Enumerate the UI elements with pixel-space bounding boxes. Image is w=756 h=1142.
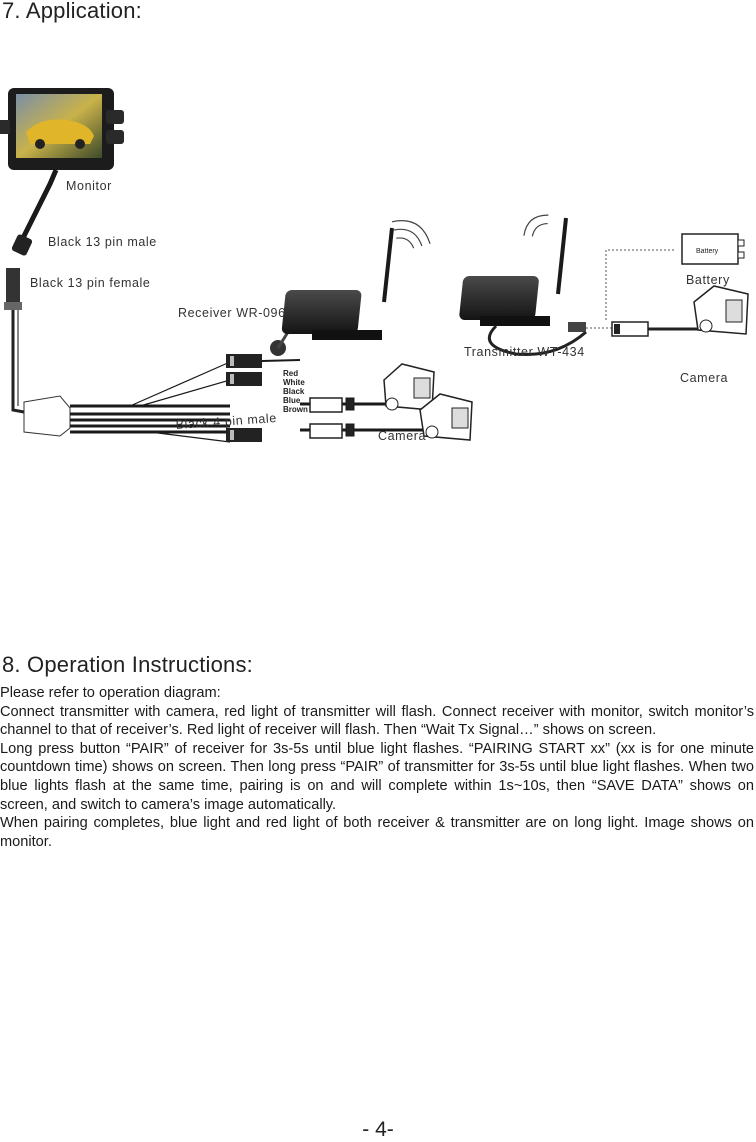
dotted-connections — [586, 249, 676, 329]
wire-color-label: Blue — [283, 396, 301, 405]
page-number: - 4- — [362, 1118, 394, 1141]
camera-image-left-1 — [383, 363, 435, 411]
receiver-image — [281, 220, 431, 340]
battery-image: Battery — [681, 233, 745, 265]
camera-label-right: Camera — [680, 371, 728, 385]
13-pin-female-connector — [4, 268, 71, 437]
monitor-image — [0, 88, 124, 242]
instruction-paragraph: Connect transmitter with camera, red lig… — [0, 703, 754, 739]
battery-label: Battery — [686, 273, 730, 287]
13-pin-male-connector — [11, 234, 33, 256]
transmitter-image — [459, 214, 587, 357]
wire-color-label: Red — [283, 369, 298, 378]
camera-image-right — [693, 285, 749, 335]
instruction-paragraph: Please refer to operation diagram: — [0, 685, 221, 701]
camera-cables-left — [261, 359, 430, 439]
section-7-title: 7. Application: — [2, 0, 142, 23]
instruction-paragraph: When pairing completes, blue light and r… — [0, 815, 754, 850]
cable-harness — [70, 361, 231, 443]
battery-box-text: Battery — [696, 248, 719, 255]
transmitter-label: Transmitter WT-434 — [464, 345, 585, 359]
camera-image-left-2 — [419, 393, 473, 441]
operation-instructions: Please refer to operation diagram: Conne… — [0, 684, 754, 851]
monitor-label: Monitor — [66, 179, 112, 193]
application-diagram: Monitor Black 13 pin male Black 13 pin f… — [0, 88, 749, 443]
receiver-label: Receiver WR-096 — [178, 306, 286, 320]
camera-label-left: Camera — [378, 429, 426, 443]
camera-connector-right — [611, 321, 700, 337]
wire-color-label: White — [283, 378, 305, 387]
wire-color-label: Black — [283, 387, 305, 396]
13-pin-male-label: Black 13 pin male — [48, 235, 157, 249]
instruction-paragraph: Long press button “PAIR” of receiver for… — [0, 740, 754, 813]
wire-color-label: Brown — [283, 405, 308, 414]
13-pin-female-label: Black 13 pin female — [30, 276, 151, 290]
section-8-title: 8. Operation Instructions: — [2, 652, 253, 677]
